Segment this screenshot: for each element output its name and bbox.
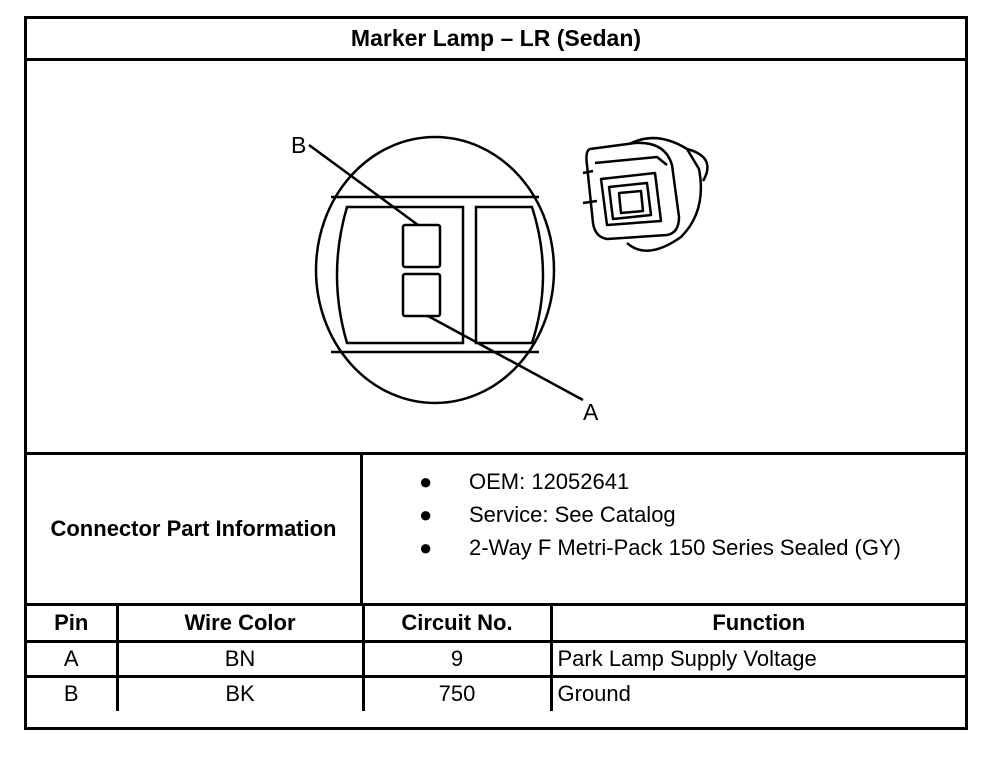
connector-cavity-left <box>335 205 465 345</box>
connector-perspective-icon <box>582 136 709 252</box>
cell-wire-color: BN <box>115 639 365 678</box>
cell-function: Ground <box>549 674 965 711</box>
callout-label-b: B <box>291 132 306 158</box>
terminal-a <box>401 272 442 318</box>
bullet-icon: ● <box>419 469 433 494</box>
part-info-item: ●OEM: 12052641 <box>363 465 965 498</box>
connector-diagram: B A <box>27 61 965 455</box>
connector-face-outline <box>314 135 556 405</box>
connector-part-info-label: Connector Part Information <box>27 455 363 603</box>
terminal-b <box>401 223 442 269</box>
bullet-icon: ● <box>419 502 433 527</box>
header-circuit-no: Circuit No. <box>361 606 553 643</box>
part-info-item: ●2-Way F Metri-Pack 150 Series Sealed (G… <box>363 531 965 564</box>
connector-part-info-list: ●OEM: 12052641 ●Service: See Catalog ●2-… <box>363 465 965 564</box>
header-wire-color: Wire Color <box>115 606 365 643</box>
connector-cavity-right <box>474 205 545 345</box>
pin-table: Pin Wire Color Circuit No. Function A BN… <box>27 606 965 711</box>
table-row: B BK 750 Ground <box>27 674 965 711</box>
part-info-item: ●Service: See Catalog <box>363 498 965 531</box>
table-row: A BN 9 Park Lamp Supply Voltage <box>27 639 965 678</box>
cell-pin: A <box>27 639 119 678</box>
callout-label-a: A <box>583 399 599 425</box>
connector-part-info: Connector Part Information ●OEM: 1205264… <box>27 455 965 606</box>
header-pin: Pin <box>27 606 119 643</box>
callout-line-b <box>308 143 419 227</box>
bullet-icon: ● <box>419 535 433 560</box>
header-function: Function <box>549 606 965 643</box>
page-title: Marker Lamp – LR (Sedan) <box>27 19 965 61</box>
connector-sheet: Marker Lamp – LR (Sedan) <box>24 16 968 730</box>
cell-circuit-no: 9 <box>361 639 553 678</box>
callout-line-a <box>427 314 584 402</box>
connector-illustration: B A <box>291 132 709 425</box>
cell-function: Park Lamp Supply Voltage <box>549 639 965 678</box>
cell-circuit-no: 750 <box>361 674 553 711</box>
cell-pin: B <box>27 674 119 711</box>
pin-table-header: Pin Wire Color Circuit No. Function <box>27 606 965 643</box>
cell-wire-color: BK <box>115 674 365 711</box>
